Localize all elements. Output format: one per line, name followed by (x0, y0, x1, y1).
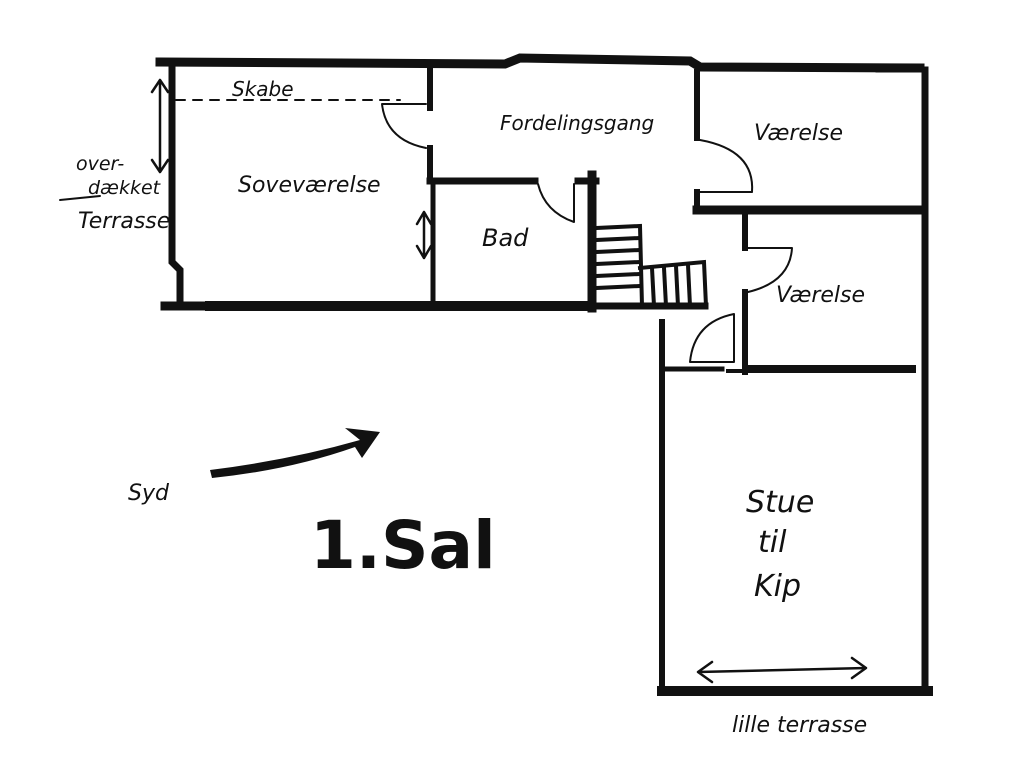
door-living (689, 313, 735, 363)
covered-terrace-line-2: dækket (88, 177, 162, 199)
wall-top (155, 53, 925, 73)
door-room1 (699, 139, 754, 193)
small-terrace-label: lille terrasse (732, 713, 867, 738)
staircase (593, 223, 709, 309)
door-room2 (747, 247, 793, 293)
south-arrow (210, 428, 380, 478)
stair-outline (593, 223, 709, 309)
living-label-line-3: Kip (754, 569, 801, 604)
covered-terrace-underline (59, 195, 101, 201)
annotations (59, 78, 868, 684)
small-terrace-arrow (696, 656, 868, 684)
room-upper-label: Værelse (754, 121, 843, 146)
covered-terrace-arrow (150, 78, 170, 174)
room-lower-label: Værelse (776, 283, 865, 308)
stair-treads-lower (649, 262, 693, 309)
covered-terrace-line-3: Terrasse (78, 209, 170, 234)
covered-terrace-line-1: over- (76, 153, 124, 175)
living-label-line-1: Stue (746, 485, 814, 520)
door-bath (537, 183, 575, 223)
bath-label: Bad (482, 224, 529, 252)
door-bedroom (381, 103, 427, 149)
living-label-line-2: til (758, 525, 787, 560)
cabinets-label: Skabe (232, 77, 294, 101)
floor-title: 1.Sal (310, 507, 496, 584)
walls (155, 53, 933, 696)
hall-label: Fordelingsgang (500, 111, 654, 135)
south-label: Syd (128, 481, 170, 506)
stair-treads-upper (593, 235, 643, 291)
bedroom-label: Soveværelse (238, 173, 381, 198)
labels: Skabe Soveværelse Fordelingsgang Bad Vær… (76, 77, 867, 738)
bedroom-height-arrow (415, 210, 433, 260)
wall-left (168, 62, 184, 304)
doors (381, 103, 793, 373)
